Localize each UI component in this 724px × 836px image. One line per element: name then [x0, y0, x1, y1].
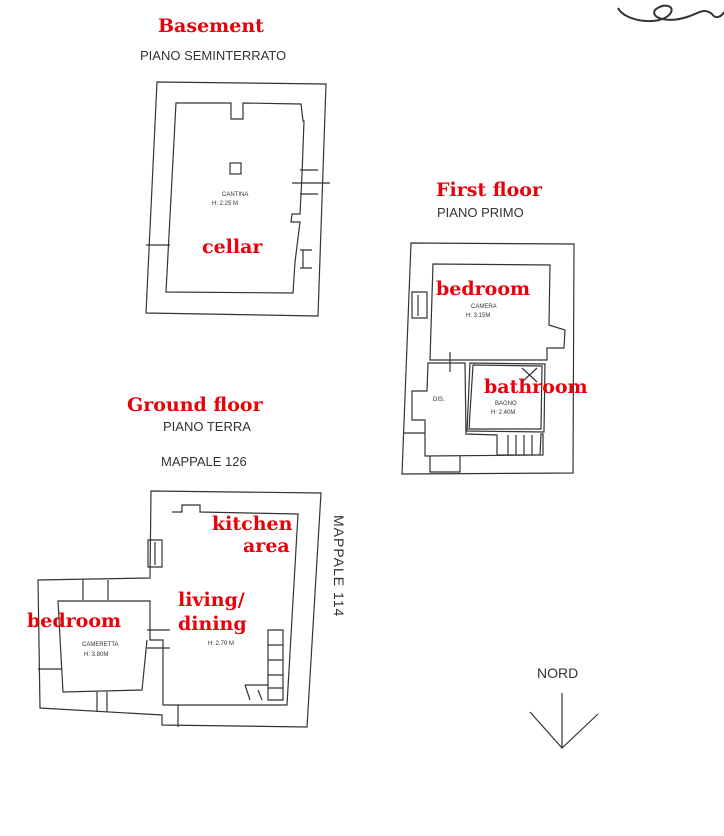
first-floor-plan	[401, 242, 575, 475]
bedroom-label: bedroom	[436, 278, 531, 300]
kitchen-label-1: kitchen	[212, 513, 293, 535]
basement-title: PIANO SEMINTERRATO	[140, 48, 287, 63]
cameretta-name: CAMERETTA	[82, 642, 119, 648]
first-floor-title: PIANO PRIMO	[437, 205, 524, 220]
ground-floor-plan	[37, 490, 322, 728]
bathroom-label: bathroom	[484, 376, 588, 398]
kitchen-label-2: area	[243, 535, 290, 557]
camera-height: H: 3.15M	[466, 313, 491, 319]
basement-plan	[145, 81, 330, 317]
cantina-name: CANTINA	[222, 192, 249, 198]
bagno-name: BAGNO	[495, 401, 517, 407]
parcel-126: MAPPALE 126	[161, 454, 247, 469]
dis-name: DIS.	[433, 397, 445, 403]
living-label-1: living/	[178, 589, 245, 611]
cantina-height: H: 2.25 M	[212, 201, 239, 207]
bagno-height: H: 2.40M	[491, 410, 516, 416]
ground-floor-label: Ground floor	[127, 394, 263, 416]
parcel-114: MAPPALE 114	[331, 515, 347, 618]
ground-bedroom-label: bedroom	[27, 610, 122, 632]
ground-floor-title: PIANO TERRA	[163, 419, 251, 434]
signature	[617, 4, 724, 23]
north-arrow-icon	[529, 693, 599, 749]
cellar-label: cellar	[202, 236, 263, 258]
basement-label: Basement	[158, 15, 264, 37]
first-floor-label: First floor	[436, 179, 542, 201]
cameretta-height: H: 3.80M	[84, 652, 109, 658]
living-label-2: dining	[178, 613, 247, 635]
living-height: H: 2.70 M	[208, 641, 235, 647]
camera-name: CAMERA	[471, 304, 497, 310]
north-label: NORD	[537, 665, 579, 681]
